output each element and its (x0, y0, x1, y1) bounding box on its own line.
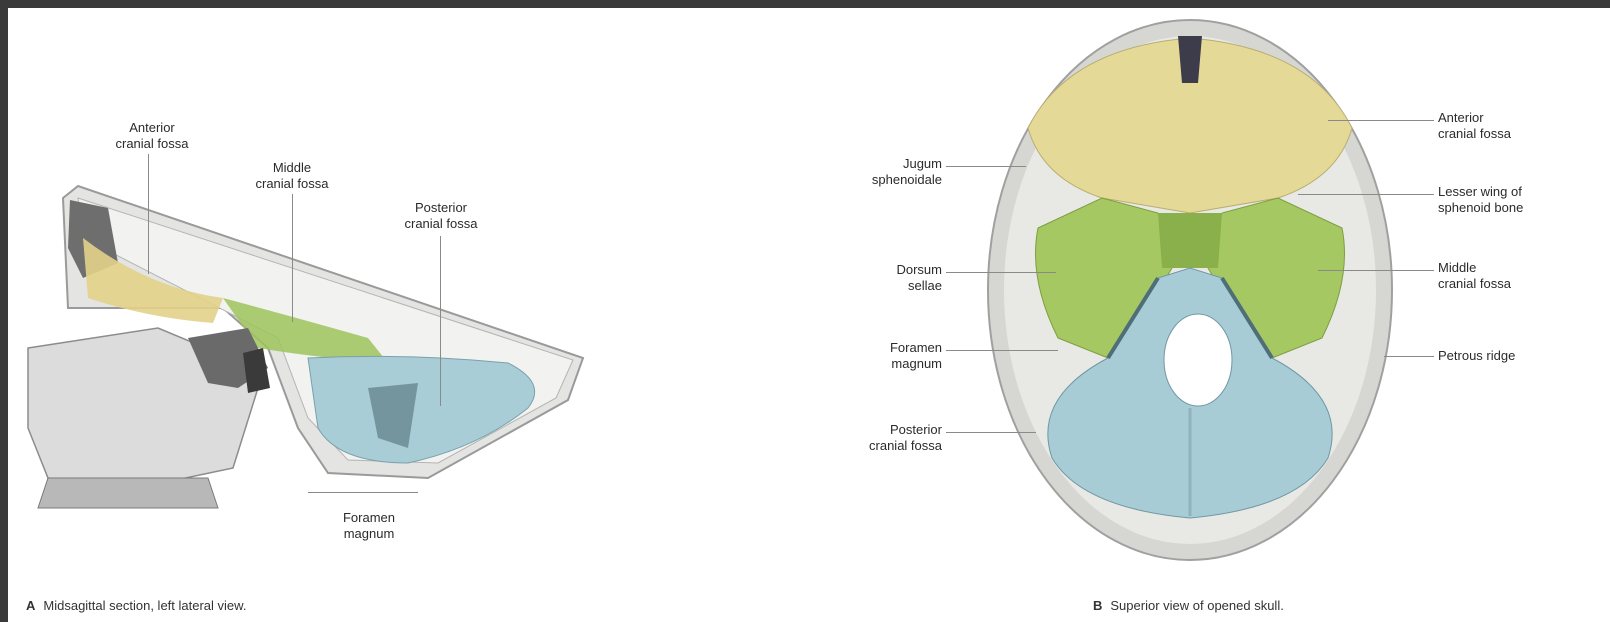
leader-petrous (1384, 356, 1434, 357)
leader-sella (946, 272, 1056, 273)
label-dorsum-sellae: Dorsum sellae (826, 262, 942, 294)
leader-posterior-b (946, 432, 1036, 433)
leader-lesser-wing (1298, 194, 1434, 195)
leader-anterior-b (1328, 120, 1434, 121)
label-anterior-cranial-fossa-b: Anterior cranial fossa (1438, 110, 1598, 142)
leader-jugum (946, 166, 1026, 167)
label-lesser-wing-sphenoid: Lesser wing of sphenoid bone (1438, 184, 1606, 216)
label-jugum-sphenoidale: Jugum sphenoidale (826, 156, 942, 188)
leader-middle-b (1318, 270, 1434, 271)
label-petrous-ridge: Petrous ridge (1438, 348, 1598, 364)
label-middle-cranial-fossa-b: Middle cranial fossa (1438, 260, 1598, 292)
leader-foramen-b (946, 350, 1058, 351)
label-foramen-magnum-b: Foramen magnum (826, 340, 942, 372)
superior-view-illustration (8, 8, 1610, 622)
figure-frame: Anterior cranial fossa Middle cranial fo… (8, 8, 1610, 622)
label-posterior-cranial-fossa-b: Posterior cranial fossa (826, 422, 942, 454)
